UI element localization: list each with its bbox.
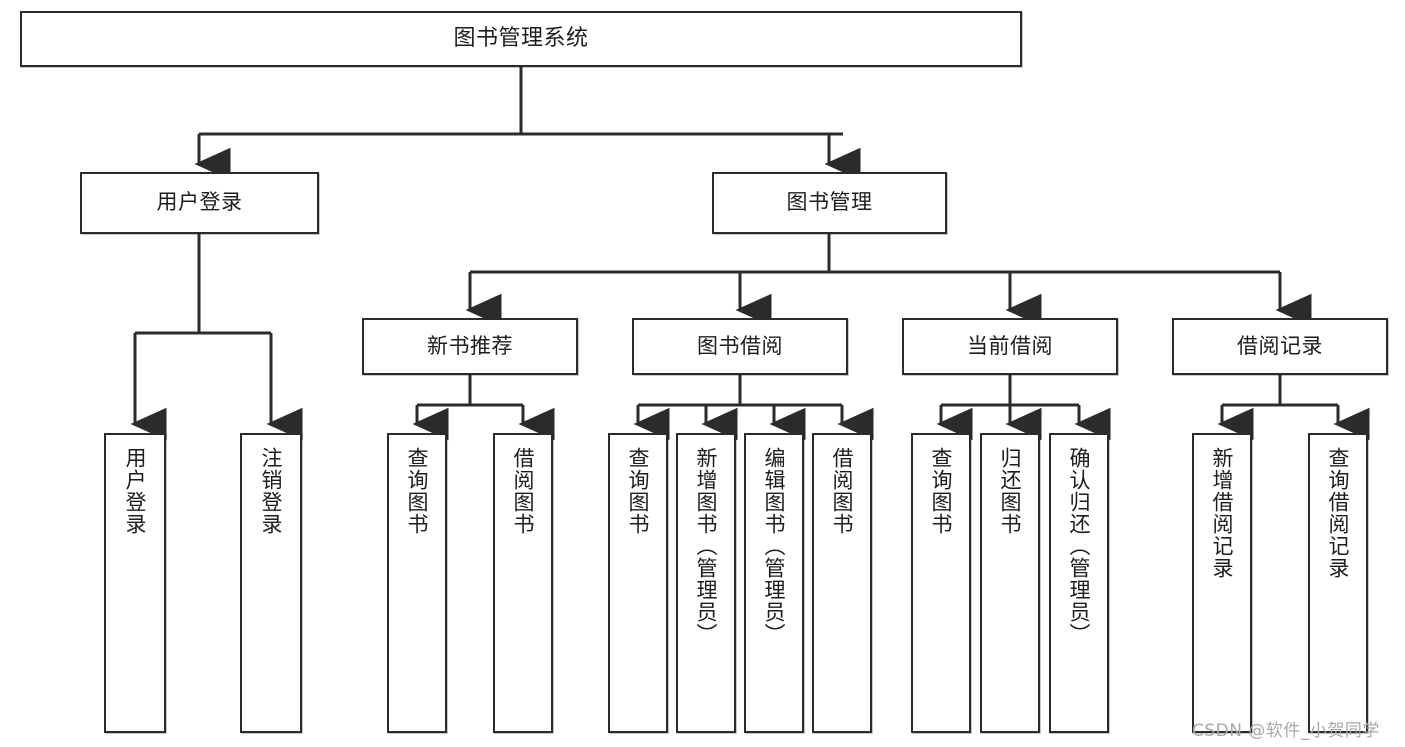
leaf-borrow-book-1-label: 借阅图书 (511, 447, 536, 535)
leaf-edit-book-label: 编辑图书（管理员） (762, 447, 787, 645)
leaf-add-record[interactable]: 新增借阅记录 (1192, 433, 1252, 733)
leaf-borrow-book-2-label: 借阅图书 (830, 447, 855, 535)
leaf-add-record-label: 新增借阅记录 (1210, 447, 1235, 579)
leaf-confirm-return-label: 确认归还（管理员） (1067, 447, 1092, 645)
leaf-return-book-label: 归还图书 (998, 447, 1023, 535)
leaf-query-record-label: 查询借阅记录 (1326, 447, 1351, 579)
leaf-logout-label: 注销登录 (259, 447, 284, 535)
node-borrow-record-label: 借阅记录 (1237, 333, 1323, 358)
leaf-query-book-1[interactable]: 查询图书 (387, 433, 447, 733)
leaf-query-book-2-label: 查询图书 (626, 447, 651, 535)
node-new-book-rec-label: 新书推荐 (427, 333, 513, 358)
leaf-add-book-label: 新增图书（管理员） (694, 447, 719, 645)
leaf-confirm-return[interactable]: 确认归还（管理员） (1049, 433, 1109, 733)
leaf-query-book-2[interactable]: 查询图书 (608, 433, 668, 733)
leaf-borrow-book-2[interactable]: 借阅图书 (812, 433, 872, 733)
node-borrow-record[interactable]: 借阅记录 (1172, 318, 1388, 375)
leaf-borrow-book-1[interactable]: 借阅图书 (493, 433, 553, 733)
leaf-user-login[interactable]: 用户登录 (104, 433, 166, 733)
leaf-add-book[interactable]: 新增图书（管理员） (676, 433, 736, 733)
node-book-borrow-label: 图书借阅 (697, 333, 783, 358)
leaf-return-book[interactable]: 归还图书 (980, 433, 1040, 733)
leaf-user-login-label: 用户登录 (123, 447, 148, 535)
node-root[interactable]: 图书管理系统 (20, 11, 1022, 67)
node-root-label: 图书管理系统 (453, 25, 589, 51)
leaf-query-record[interactable]: 查询借阅记录 (1308, 433, 1368, 733)
node-user-login[interactable]: 用户登录 (80, 172, 319, 234)
leaf-query-book-1-label: 查询图书 (405, 447, 430, 535)
node-current-borrow[interactable]: 当前借阅 (902, 318, 1118, 375)
node-book-manage-label: 图书管理 (786, 190, 873, 215)
node-current-borrow-label: 当前借阅 (967, 333, 1053, 358)
leaf-query-book-3[interactable]: 查询图书 (911, 433, 971, 733)
leaf-edit-book[interactable]: 编辑图书（管理员） (744, 433, 804, 733)
node-book-borrow[interactable]: 图书借阅 (632, 318, 848, 375)
node-book-manage[interactable]: 图书管理 (712, 172, 947, 234)
node-new-book-rec[interactable]: 新书推荐 (362, 318, 578, 375)
node-user-login-label: 用户登录 (156, 190, 243, 215)
leaf-logout[interactable]: 注销登录 (240, 433, 302, 733)
leaf-query-book-3-label: 查询图书 (929, 447, 954, 535)
csdn-watermark: CSDN @软件_小贺同学 (1192, 721, 1380, 741)
